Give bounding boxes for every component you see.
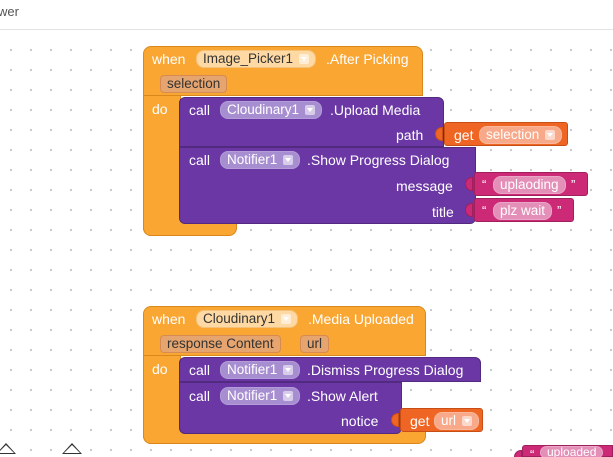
chevron-down-icon: [545, 130, 556, 140]
event-param[interactable]: url: [300, 335, 330, 353]
method-name: .Show Alert: [307, 388, 378, 404]
text-value[interactable]: uploaded: [540, 446, 604, 457]
call-label: call: [189, 362, 211, 378]
quote-close: ”: [557, 203, 562, 218]
when-label: when: [152, 51, 186, 67]
variable-dropdown[interactable]: url: [434, 412, 480, 430]
call-label: call: [189, 388, 211, 404]
event-name: .After Picking: [326, 51, 409, 67]
arg-label: notice: [341, 413, 379, 429]
call-label: call: [189, 152, 211, 168]
event-name: .Media Uploaded: [308, 311, 414, 327]
chevron-down-icon: [283, 365, 294, 375]
chevron-down-icon: [305, 105, 316, 115]
method-name: .Dismiss Progress Dialog: [307, 362, 464, 378]
variable-dropdown[interactable]: selection: [479, 126, 563, 144]
arg-label: message: [396, 178, 453, 194]
chevron-down-icon: [283, 155, 294, 165]
component-dropdown[interactable]: Cloudinary1: [220, 101, 323, 119]
do-label: do: [152, 361, 168, 377]
component-dropdown[interactable]: Notifier1: [220, 361, 301, 379]
component-dropdown[interactable]: Notifier1: [220, 151, 301, 169]
method-name: .Show Progress Dialog: [307, 152, 450, 168]
get-label: get: [454, 127, 474, 143]
caret-up-icon[interactable]: [62, 443, 82, 454]
when-label: when: [152, 311, 186, 327]
method-name: .Upload Media: [330, 102, 421, 118]
arg-label: path: [396, 127, 424, 143]
component-dropdown[interactable]: Cloudinary1: [196, 310, 299, 328]
chevron-down-icon: [283, 391, 294, 401]
chevron-down-icon: [299, 54, 310, 64]
chevron-down-icon: [462, 416, 473, 426]
event-param[interactable]: response Content: [160, 335, 281, 353]
text-value[interactable]: plz wait: [493, 202, 553, 220]
do-label: do: [152, 101, 168, 117]
caret-up-icon[interactable]: [0, 443, 16, 454]
event-param[interactable]: selection: [160, 75, 228, 93]
quote-close: ”: [571, 177, 576, 192]
arg-label: title: [432, 204, 454, 220]
chevron-down-icon: [281, 314, 292, 324]
get-label: get: [410, 413, 430, 429]
quote-open: “: [482, 177, 487, 192]
component-dropdown[interactable]: Notifier1: [220, 387, 301, 405]
quote-open: “: [530, 447, 535, 457]
component-dropdown[interactable]: Image_Picker1: [196, 50, 317, 68]
viewer-header: wer: [0, 0, 613, 30]
call-label: call: [189, 102, 211, 118]
quote-open: “: [482, 203, 487, 218]
text-value[interactable]: uplaoding: [493, 176, 566, 194]
viewer-title: wer: [0, 4, 19, 19]
